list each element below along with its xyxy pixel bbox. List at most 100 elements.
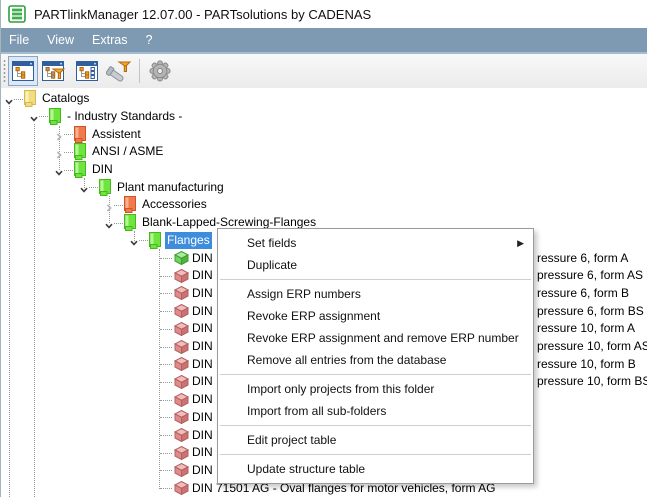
folder-icon <box>74 125 87 148</box>
tree-node-label[interactable]: Blank-Lapped-Screwing-Flanges <box>142 215 317 230</box>
tree-line <box>160 346 172 348</box>
folder-icon <box>74 161 87 183</box>
settings-button[interactable] <box>145 56 175 86</box>
tree-row[interactable]: DIN pressure 6, form BS <box>1 302 647 320</box>
tree-line <box>160 364 172 366</box>
cube-icon <box>173 304 190 323</box>
tree-row[interactable]: DIN <box>1 391 647 409</box>
tree-line <box>160 381 172 383</box>
menu-item-assign-erp-numbers[interactable]: Assign ERP numbers <box>218 283 533 305</box>
chevron-down-icon[interactable] <box>129 235 139 246</box>
tree-node-label[interactable]: DIN <box>192 268 213 283</box>
cube-icon <box>173 428 190 447</box>
tree-line <box>139 240 148 242</box>
chevron-down-icon[interactable] <box>29 111 39 123</box>
menu-item-import-only-projects-from-this-folder[interactable]: Import only projects from this folder <box>218 378 533 400</box>
tree-node-label[interactable]: DIN <box>92 162 113 177</box>
tree-row[interactable]: Plant manufacturing <box>1 178 647 197</box>
chevron-down-icon[interactable] <box>54 165 64 176</box>
menubar-item-help[interactable]: ? <box>145 33 153 47</box>
tree-node-label[interactable]: DIN <box>192 285 213 300</box>
menu-item-edit-project-table[interactable]: Edit project table <box>218 429 533 451</box>
tree-node-label[interactable]: Accessories <box>142 197 207 212</box>
menu-item-label: Edit project table <box>247 433 337 447</box>
tree-node-label[interactable]: - Industry Standards - <box>67 108 183 123</box>
chevron-right-icon[interactable] <box>104 200 114 212</box>
menu-item-set-fields[interactable]: Set fields▶ <box>218 232 533 254</box>
tree-row[interactable]: Blank-Lapped-Screwing-Flanges <box>1 214 647 232</box>
menu-item-revoke-erp-assignment-and-remove-erp-number[interactable]: Revoke ERP assignment and remove ERP num… <box>218 327 533 349</box>
chevron-down-icon[interactable] <box>4 94 14 105</box>
menu-separator <box>220 454 531 455</box>
tree-node-label[interactable]: Catalogs <box>42 91 90 106</box>
tree-node-label[interactable]: ANSI / ASME <box>92 144 164 159</box>
tree-line <box>39 116 48 118</box>
chevron-right-icon[interactable] <box>54 147 64 159</box>
tree-node-label[interactable]: DIN 71501 AG - Oval flanges for motor ve… <box>192 480 496 495</box>
tree-line <box>114 222 123 224</box>
tree-row[interactable]: Catalogs <box>1 90 647 108</box>
window-tree-icon <box>12 61 34 81</box>
tree-row[interactable]: DIN <box>1 409 647 427</box>
tree-line <box>59 126 60 170</box>
cube-icon <box>173 321 190 341</box>
tree-node-label[interactable]: DIN <box>192 409 213 424</box>
cube-icon <box>173 392 190 412</box>
tree-node-label-fragment: pressure 6, form BS <box>537 303 644 318</box>
tree-node-label[interactable]: DIN <box>192 356 213 371</box>
part-filter-button[interactable] <box>104 56 134 86</box>
structure-list-button[interactable] <box>72 56 102 86</box>
chevron-right-icon[interactable] <box>54 129 64 141</box>
tree-row[interactable]: DIN <box>1 161 647 179</box>
tree-node-label[interactable]: DIN <box>192 250 213 265</box>
tree-node-label[interactable]: DIN <box>192 374 213 389</box>
menu-separator <box>220 374 531 375</box>
tree-row[interactable]: Accessories <box>1 196 647 214</box>
tree-row[interactable]: DIN <box>1 444 647 462</box>
chevron-down-icon[interactable] <box>104 218 114 229</box>
tree-node-label[interactable]: DIN <box>192 339 213 354</box>
tree-node-label[interactable]: DIN <box>192 321 213 336</box>
tree-node-label[interactable]: Flanges <box>165 231 212 249</box>
cube-icon <box>173 374 190 394</box>
tree-row[interactable]: DIN 71501 AG - Oval flanges for motor ve… <box>1 479 647 497</box>
menubar-item-view[interactable]: View <box>47 33 75 47</box>
menu-item-duplicate[interactable]: Duplicate <box>218 254 533 276</box>
tree-line <box>114 204 123 206</box>
tree-row[interactable]: DIN <box>1 426 647 444</box>
cube-icon <box>173 268 190 288</box>
tree-row[interactable]: DIN <box>1 462 647 480</box>
tree-node-label[interactable]: DIN <box>192 392 213 407</box>
tree-node-label[interactable]: DIN <box>192 462 213 477</box>
tree-line <box>89 187 98 189</box>
tree-row[interactable]: Flanges <box>1 231 647 250</box>
menu-item-revoke-erp-assignment[interactable]: Revoke ERP assignment <box>218 305 533 327</box>
folder-icon <box>49 107 62 130</box>
menu-item-remove-all-entries-from-the-database[interactable]: Remove all entries from the database <box>218 349 533 371</box>
menubar-item-extras[interactable]: Extras <box>92 33 128 47</box>
tree-node-label[interactable]: DIN <box>192 303 213 318</box>
menu-item-import-from-all-sub-folders[interactable]: Import from all sub-folders <box>218 400 533 422</box>
menubar-item-file[interactable]: File <box>9 33 30 47</box>
tree-node-label[interactable]: Plant manufacturing <box>117 179 224 194</box>
tree-node-label[interactable]: DIN <box>192 445 213 460</box>
tree-row[interactable]: ANSI / ASME <box>1 143 647 161</box>
toolbar <box>1 54 647 89</box>
chevron-down-icon[interactable] <box>79 182 89 193</box>
tree-row[interactable]: - Industry Standards - <box>1 107 647 126</box>
structure-view-button[interactable] <box>8 56 38 86</box>
tree-row[interactable]: Assistent <box>1 125 647 143</box>
menu-item-update-structure-table[interactable]: Update structure table <box>218 458 533 480</box>
tree-node-label[interactable]: Assistent <box>92 126 141 141</box>
structure-filter-button[interactable] <box>39 56 69 86</box>
tree-node-label[interactable]: DIN <box>192 427 213 442</box>
toolbar-drag-handle[interactable] <box>3 59 6 83</box>
menu-separator <box>220 425 531 426</box>
